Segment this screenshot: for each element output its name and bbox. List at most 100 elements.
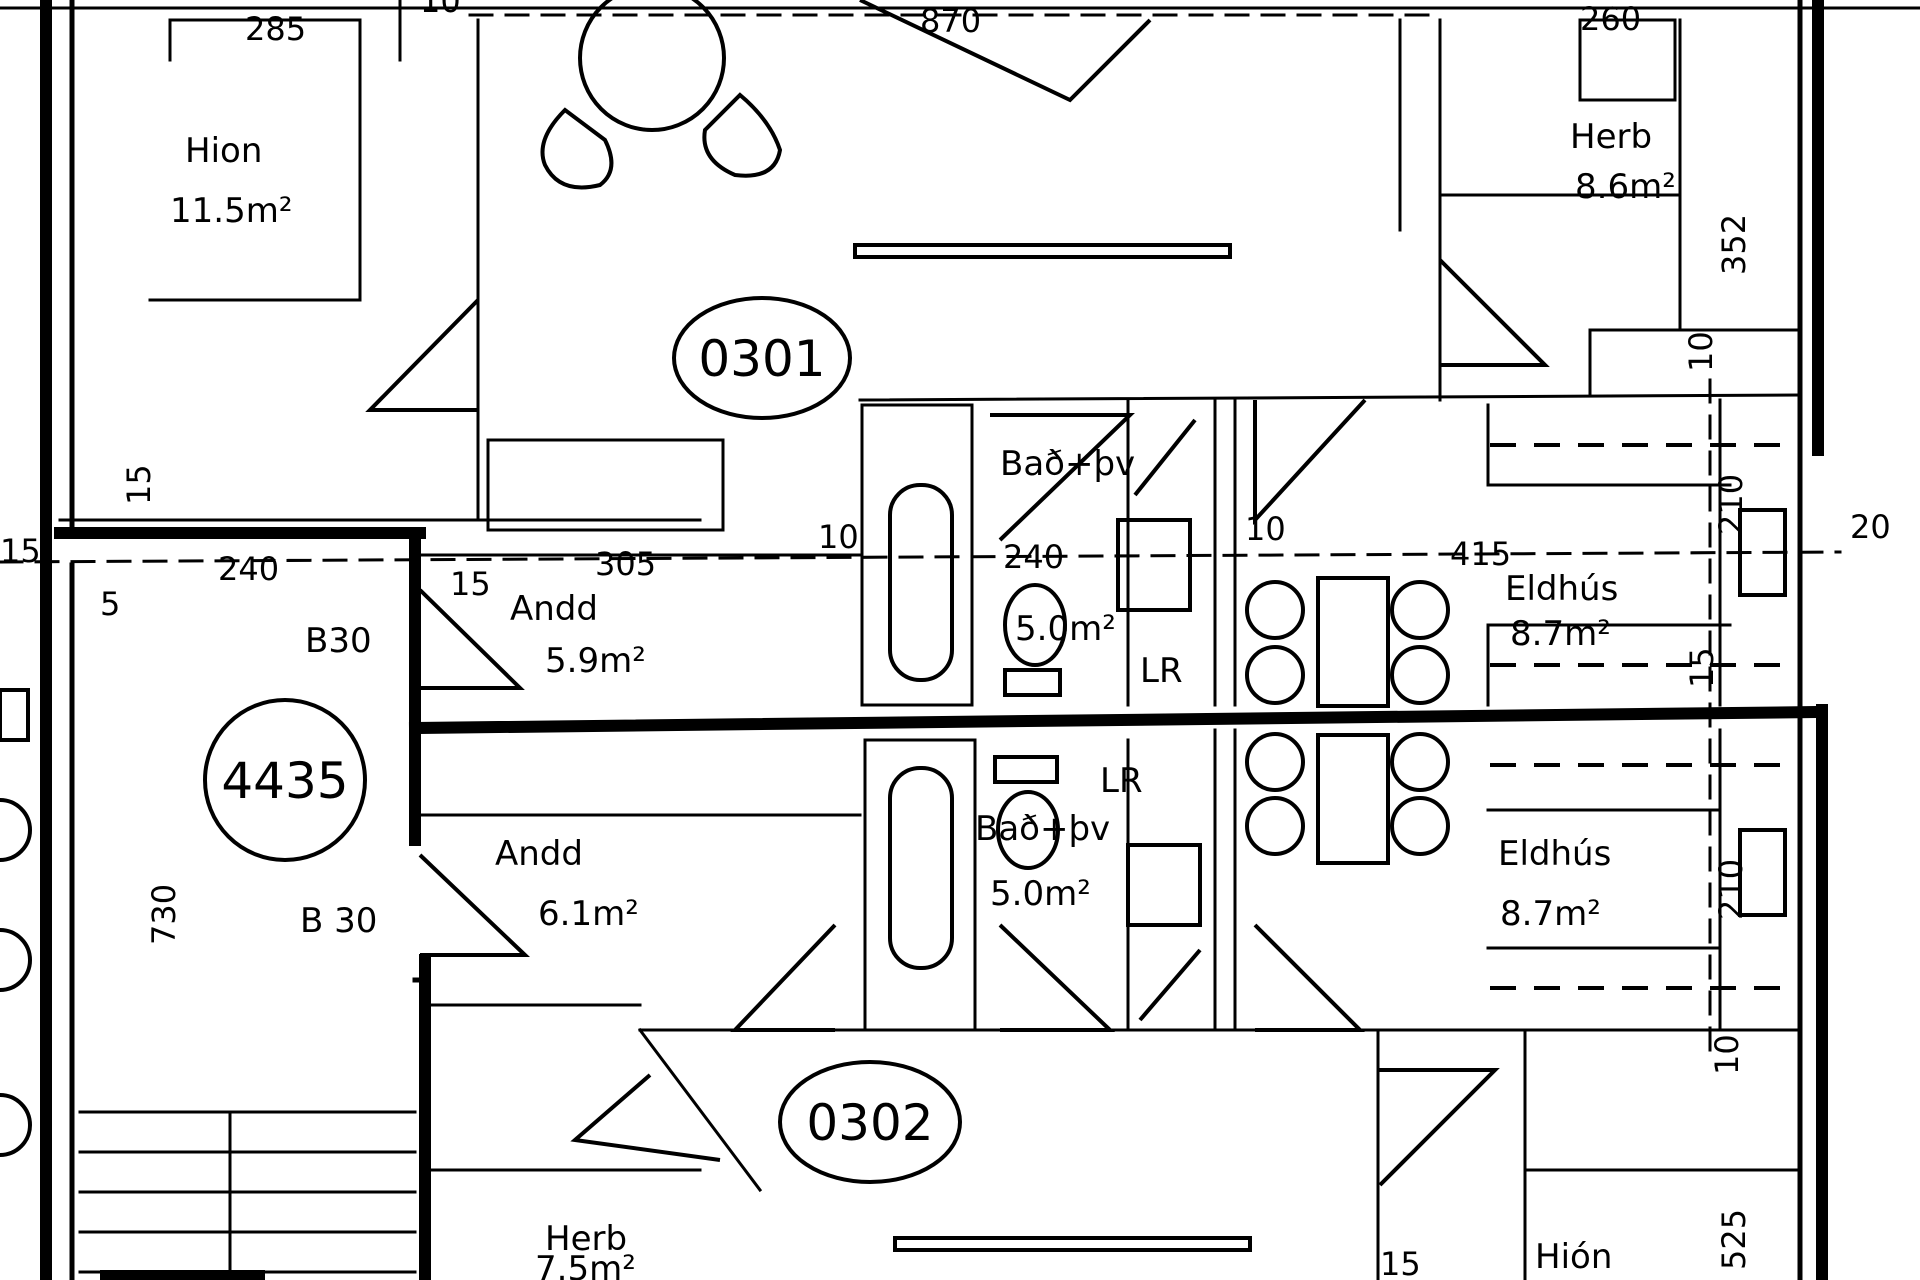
dim-15-kitchen: 15 [1683, 647, 1721, 688]
dim-10-top: 10 [420, 0, 461, 20]
room-lr-top: LR [1140, 651, 1183, 691]
toilet-top [1003, 583, 1067, 667]
room-eldhus-top-name: Eldhús [1505, 569, 1618, 609]
herb-bot-diag [637, 1027, 763, 1193]
door-swing-herb-bot [570, 1073, 721, 1162]
door-swing-bath-top [990, 413, 1135, 542]
dim-240: 240 [218, 550, 279, 588]
unit-0301-oval [672, 296, 852, 420]
dim-10-right: 10 [1682, 331, 1720, 372]
sink-bot [1126, 843, 1202, 927]
dim-10-kitchen: 10 [1245, 510, 1286, 548]
door-b30-bot: B 30 [300, 901, 377, 941]
room-herb-top-name: Herb [1570, 117, 1652, 157]
room-bad-bot-area: 5.0m² [990, 874, 1091, 914]
room-bad-top-name: Bað+þv [1000, 444, 1135, 484]
chair-bot-2 [1245, 796, 1305, 856]
dining-chair-right [702, 92, 783, 178]
dim-260: 260 [1580, 0, 1641, 38]
room-hjon-bot-name: Hión [1535, 1237, 1612, 1277]
bath-top-tub-box [860, 403, 974, 707]
dining-chair-left [540, 107, 614, 190]
dining-table [578, 0, 726, 132]
bath-bot-tub-box [863, 738, 977, 1032]
toilet-tank-bot [993, 755, 1059, 784]
dim-10-bot: 10 [1708, 1034, 1746, 1075]
door-swing-bedroom [365, 298, 480, 412]
room-andd-bot-area: 6.1m² [538, 894, 639, 934]
toilet-tank-top [1003, 668, 1062, 697]
stair-landing-mark [100, 1270, 265, 1280]
dim-210-bot: 210 [1712, 859, 1750, 920]
room-bad-bot-name: Bað+þv [975, 809, 1110, 849]
unit-0301-label: 0301 [698, 330, 825, 388]
room-lr-bot: LR [1100, 761, 1143, 801]
chair-bot-1 [1245, 732, 1305, 792]
edge-fixture-2 [0, 798, 32, 862]
stair-number-circle [203, 698, 367, 862]
room-andd-top-name: Andd [510, 589, 598, 629]
edge-fixture-3 [0, 928, 32, 992]
dim-15-andd: 15 [450, 565, 491, 603]
partitions [0, 0, 1802, 1280]
chair-top-1 [1245, 580, 1305, 640]
toilet-bot [996, 790, 1060, 870]
dim-210-top: 210 [1712, 474, 1750, 535]
dim-240-bath: 240 [1003, 538, 1064, 576]
dim-525: 525 [1715, 1209, 1753, 1270]
glass-bot [1138, 948, 1202, 1022]
staircase [78, 1110, 417, 1280]
dim-305: 305 [595, 545, 656, 583]
door-swing-andd-top [418, 588, 525, 690]
room-eldhus-bot-name: Eldhús [1498, 834, 1611, 874]
dim-10-bath: 10 [818, 518, 859, 556]
dim-730: 730 [145, 884, 183, 945]
bathtub-bot [888, 766, 954, 970]
door-swing-andd-bot [418, 853, 530, 957]
chair-bot-3 [1390, 732, 1450, 792]
dim-870: 870 [920, 2, 981, 40]
dim-15-left: 15 [120, 464, 158, 505]
dim-15-hjon: 15 [1380, 1245, 1421, 1280]
table-top [1316, 576, 1390, 708]
room-bad-top-area: 5.0m² [1015, 609, 1116, 649]
door-swing-herb [1438, 258, 1550, 367]
unit-0302-oval [778, 1060, 962, 1184]
room-labels: Hion 11.5m² Herb 8.6m² Andd 5.9m² Bað+þv… [170, 117, 1676, 1280]
room-herb-bot-area: 7.5m² [535, 1249, 636, 1280]
room-eldhus-top-area: 8.7m² [1510, 614, 1611, 654]
herb-wardrobe [1578, 18, 1677, 102]
edge-fixture-1 [0, 688, 30, 742]
chair-bot-4 [1390, 796, 1450, 856]
room-andd-top-area: 5.9m² [545, 641, 646, 681]
party-wall [408, 705, 1827, 735]
closet-unit [486, 438, 725, 532]
dimension-line-middle [0, 550, 1842, 564]
room-andd-bot-name: Andd [495, 834, 583, 874]
door-swing-hjon-bot [1378, 1068, 1500, 1187]
room-herb-bot-name: Herb [545, 1219, 627, 1259]
door-labels: B30 B 30 [300, 621, 377, 941]
room-hjon-top-area: 11.5m² [170, 191, 292, 231]
dimension-lines [0, 13, 1842, 1062]
chair-top-3 [1390, 580, 1450, 640]
bathtub-top [888, 483, 954, 682]
stair-number-label: 4435 [221, 752, 348, 810]
appliance-bot [1738, 828, 1787, 917]
room-eldhus-bot-area: 8.7m² [1500, 894, 1601, 934]
room-hjon-top-name: Hion [185, 131, 262, 171]
radiator-top [853, 243, 1232, 259]
chair-top-4 [1390, 645, 1450, 705]
door-swing-hall-bot [730, 923, 837, 1032]
dim-352: 352 [1715, 214, 1753, 275]
sink-top [1116, 518, 1192, 612]
door-b30-top: B30 [305, 621, 372, 661]
dim-20: 20 [1850, 508, 1891, 546]
dim-415: 415 [1450, 535, 1511, 573]
dim-15-edge: 15 [0, 532, 41, 570]
radiator-bot [893, 1236, 1252, 1252]
door-swing-kitchen-top [1253, 398, 1367, 526]
